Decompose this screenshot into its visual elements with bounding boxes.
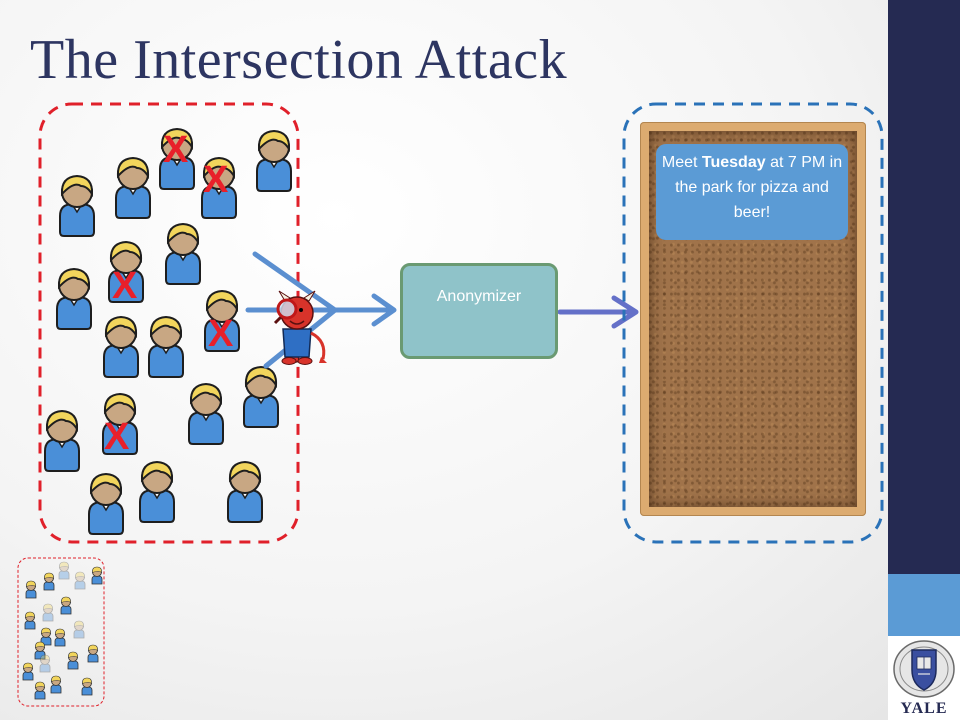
x-mark: X [163,129,189,171]
devil-magnifier-icon [273,290,327,365]
user-avatar-icon [44,410,80,472]
user-avatar-icon [103,316,139,378]
x-mark: X [208,313,234,355]
user-avatar-icon [227,461,263,523]
excluded-user-marks: X X X X X [104,129,234,458]
input-arrows [245,251,397,369]
yale-crest-graphic [893,640,955,698]
message-highlight: Tuesday [701,154,766,171]
anonymity-set-thumbnail [17,557,105,707]
x-mark: X [104,416,130,458]
output-arrow [557,295,639,329]
x-mark: X [203,159,229,201]
user-population [44,128,292,535]
yale-wordmark: YALE [900,700,948,717]
x-mark: X [112,265,138,307]
message-prefix: Meet [661,154,702,171]
user-avatar-icon [256,130,292,192]
user-avatar-icon [243,366,279,428]
user-avatar-icon [139,461,175,523]
anonymizer-box: Anonymizer [400,263,558,359]
yale-shield-icon: YALE [888,636,960,720]
slide-title: The Intersection Attack [30,29,568,91]
user-avatar-icon [59,175,95,237]
bulletin-board-boundary [622,102,884,544]
message-suffix: at 7 PM in the park for pizza and beer! [675,154,843,221]
user-avatar-icon [115,157,151,219]
anonymizer-label: Anonymizer [436,288,522,305]
sidebar-accent-band [888,574,960,636]
bulletin-message: Meet Tuesday at 7 PM in the park for piz… [656,144,848,240]
user-avatar-icon [148,316,184,378]
user-avatar-icon [188,383,224,445]
anonymity-set-boundary [38,102,300,544]
user-avatar-icon [88,473,124,535]
user-avatar-icon [165,223,201,285]
user-avatar-icon [56,268,92,330]
